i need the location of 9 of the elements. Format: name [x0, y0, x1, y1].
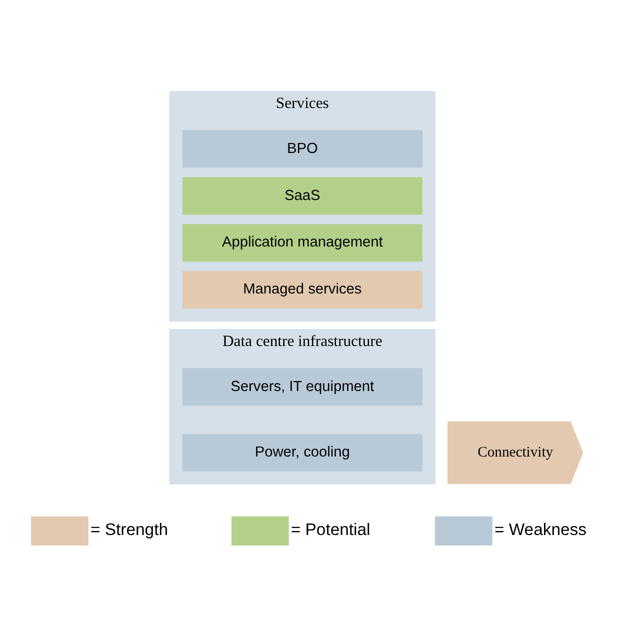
legend-label: = Potential	[290, 520, 370, 539]
node-box: Servers, IT equipment	[182, 368, 422, 406]
node-box: Application management	[182, 224, 422, 262]
node-box: Managed services	[182, 271, 422, 309]
legend-label: = Weakness	[494, 520, 586, 539]
node-box: SaaS	[182, 177, 422, 215]
legend-label: = Strength	[90, 520, 168, 539]
node-box: Power, cooling	[182, 434, 422, 472]
node-box: BPO	[182, 130, 422, 168]
